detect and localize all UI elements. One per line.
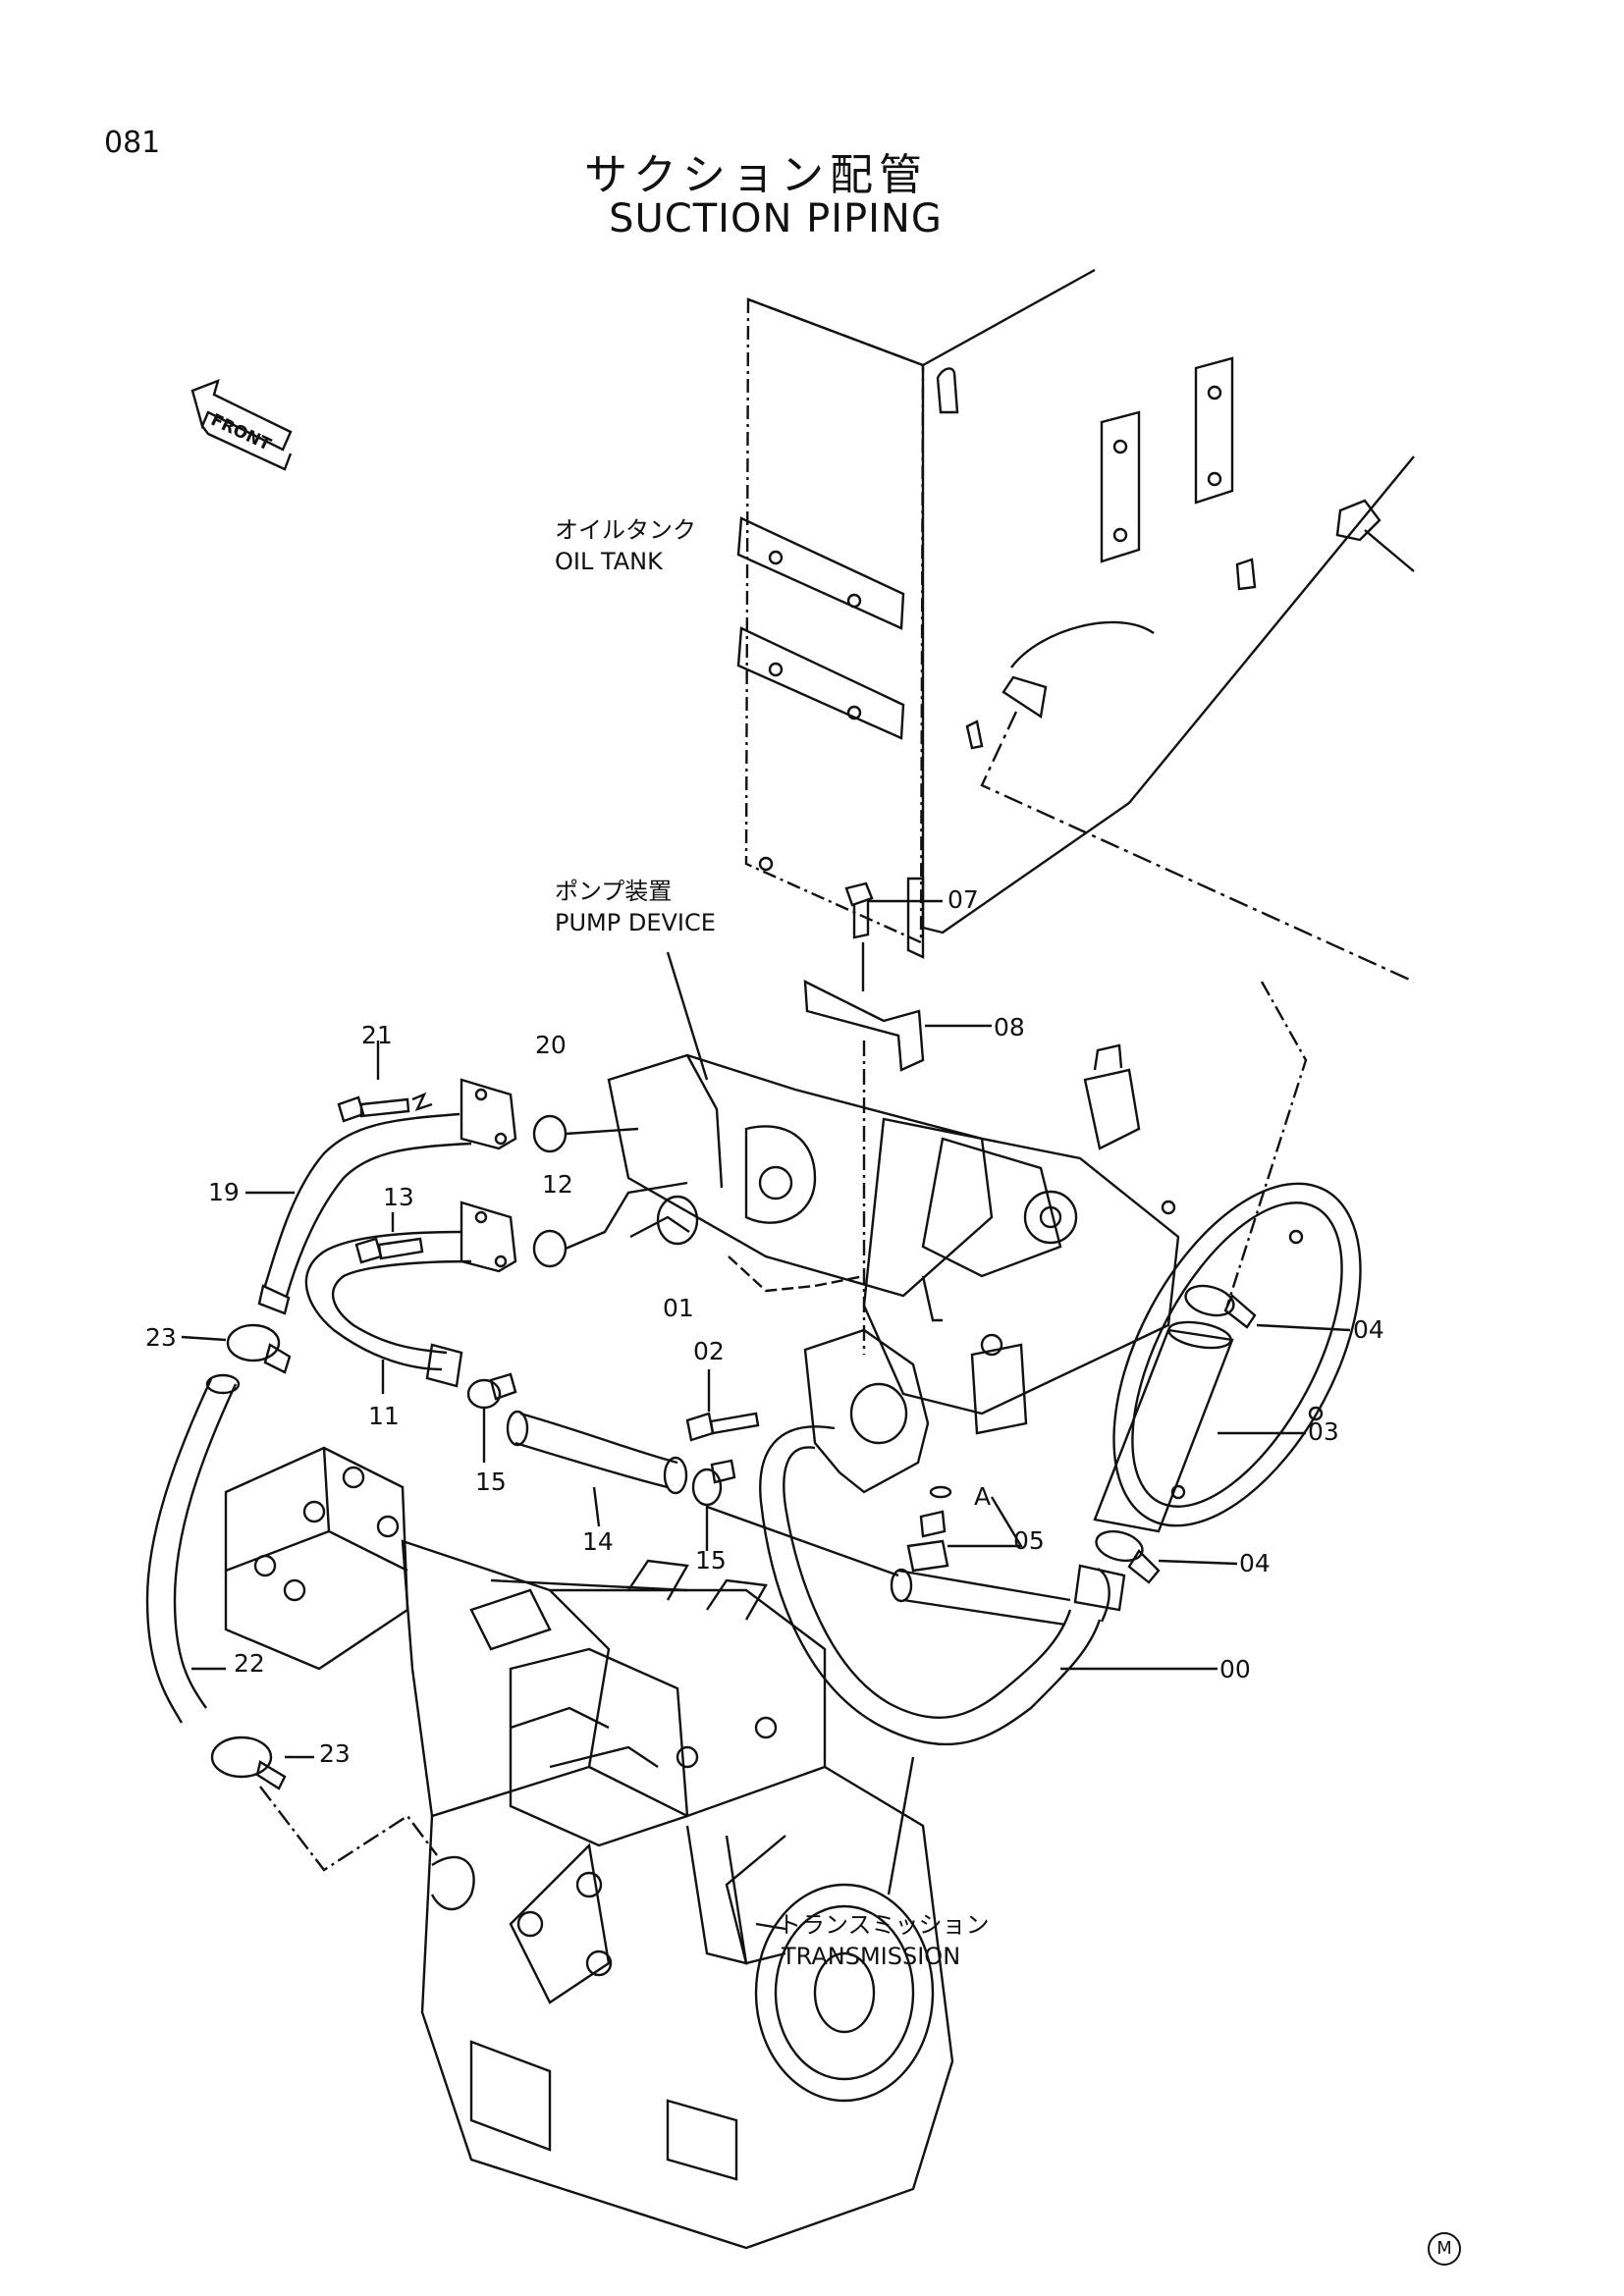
part-number-13: 13: [383, 1183, 414, 1211]
label-oil-tank-jp: オイルタンク: [555, 516, 696, 544]
label-pump-en: PUMP DEVICE: [555, 909, 716, 936]
part-number-23-lower: 23: [319, 1739, 351, 1768]
clamp-15-upper: [466, 1372, 517, 1463]
part-number-07: 07: [947, 885, 979, 914]
label-transmission-en: TRANSMISSION: [782, 1943, 961, 1970]
part-number-08: 08: [994, 1013, 1025, 1041]
bolts-21-13: [337, 1041, 433, 1264]
part-number-22: 22: [234, 1649, 265, 1678]
part-number-01: 01: [663, 1294, 694, 1322]
part-number-15-lower: 15: [695, 1546, 727, 1575]
part-number-12: 12: [542, 1170, 573, 1199]
part-number-21: 21: [361, 1021, 393, 1049]
suction-pipe-00: [759, 1328, 1218, 1746]
label-transmission-jp: トランスミッション: [778, 1911, 990, 1939]
part-number-11: 11: [368, 1402, 400, 1430]
pump-device-drawing: [607, 1043, 1362, 1527]
hose-03-clamps-04: [1093, 981, 1351, 1584]
part-number-04-upper: 04: [1353, 1315, 1384, 1344]
part-number-03: 03: [1308, 1417, 1339, 1446]
part-number-19: 19: [208, 1178, 240, 1206]
part-number-14: 14: [582, 1527, 614, 1556]
transmission-drawing: [224, 1446, 954, 2250]
bolt-07-and-bracket-08: [803, 881, 992, 1355]
title-english: SUCTION PIPING: [609, 196, 943, 241]
front-arrow-icon: [190, 379, 293, 471]
part-number-00: 00: [1219, 1655, 1251, 1683]
hose-22-clamps-23: [145, 1323, 438, 1872]
clamp-15-lower: [691, 1459, 736, 1551]
copyright-mark: M: [1428, 2232, 1461, 2266]
bolt-02: [685, 1369, 760, 1442]
fitting-05: [706, 1485, 1071, 1627]
title-japanese: サクション配管: [584, 150, 928, 200]
view-a-label: A: [974, 1482, 992, 1511]
part-number-20: 20: [535, 1031, 567, 1059]
part-number-15-upper: 15: [475, 1468, 507, 1496]
part-number-23-upper: 23: [145, 1323, 177, 1352]
part-number-04-lower: 04: [1239, 1549, 1271, 1577]
pipe-19: [245, 1112, 472, 1315]
page-number: 081: [104, 126, 161, 160]
label-leaders: [666, 951, 786, 1965]
oil-tank-drawing: [736, 268, 1415, 984]
label-pump-jp: ポンプ装置: [555, 878, 673, 905]
flanges-and-orings: [460, 1078, 865, 1293]
hose-14: [506, 1410, 688, 1527]
part-number-05: 05: [1013, 1526, 1045, 1555]
part-number-02: 02: [693, 1337, 725, 1365]
label-oil-tank-en: OIL TANK: [555, 548, 663, 575]
pipe-11: [304, 1230, 472, 1394]
